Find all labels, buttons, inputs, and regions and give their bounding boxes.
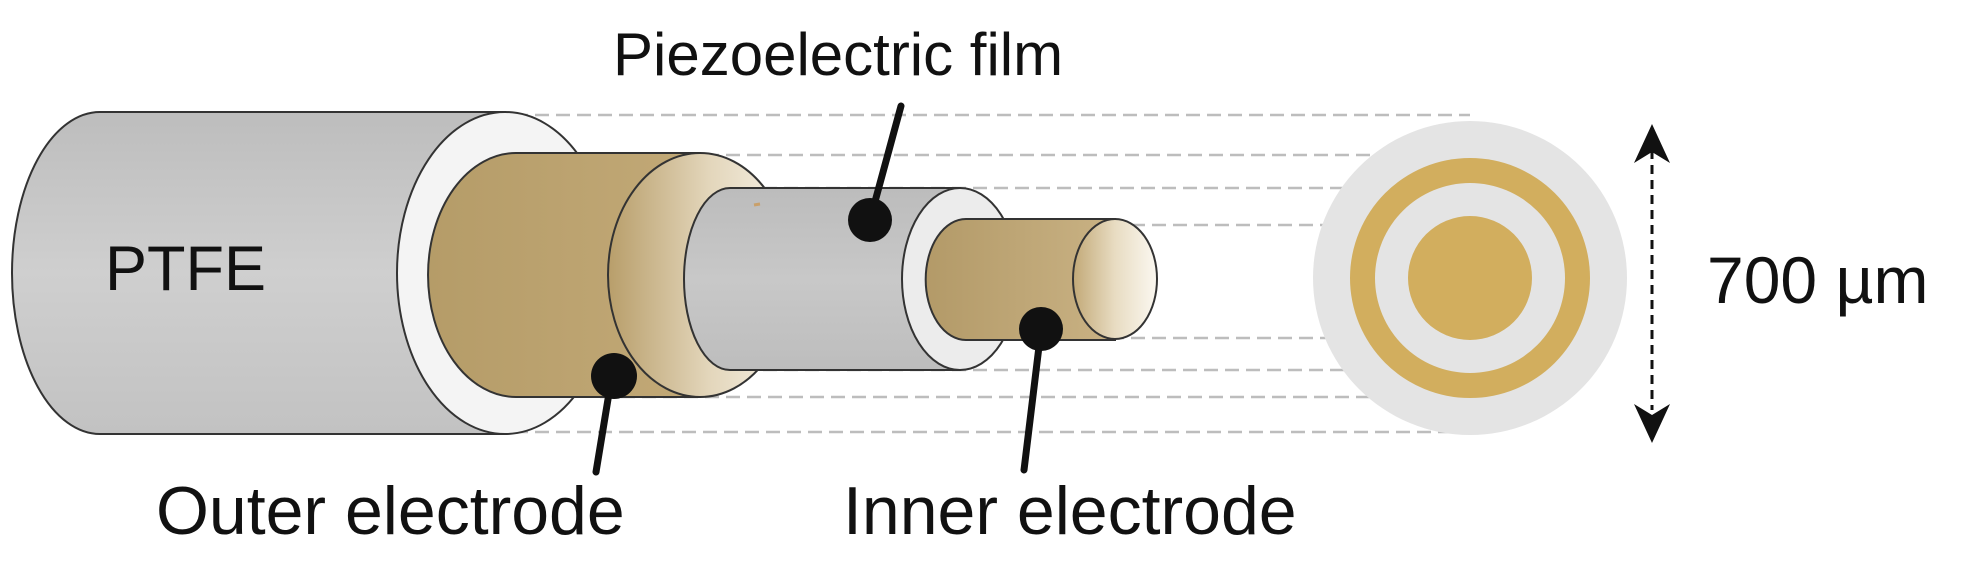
- diameter-label: 700 µm: [1707, 243, 1928, 317]
- cross-section-inner-electrode-core: [1408, 216, 1532, 340]
- inner-electrode-end-face: [1072, 218, 1158, 340]
- dot-piezoelectric-film: [848, 198, 892, 242]
- leader-inner-electrode: [1020, 326, 1045, 474]
- ptfe-label: PTFE: [105, 234, 266, 304]
- inner-electrode: [924, 218, 1158, 341]
- outer-electrode-label: Outer electrode: [156, 473, 625, 549]
- callout-dots: [591, 198, 1063, 399]
- cross-section: [1313, 121, 1627, 435]
- dot-inner-electrode: [1019, 307, 1063, 351]
- diameter-arrow: [1634, 124, 1670, 443]
- dot-outer-electrode: [591, 353, 637, 399]
- piezoelectric-film-label: Piezoelectric film: [613, 21, 1063, 88]
- arrow-down-icon: [1634, 404, 1670, 443]
- inner-electrode-label: Inner electrode: [843, 473, 1297, 549]
- arrow-up-icon: [1634, 124, 1670, 163]
